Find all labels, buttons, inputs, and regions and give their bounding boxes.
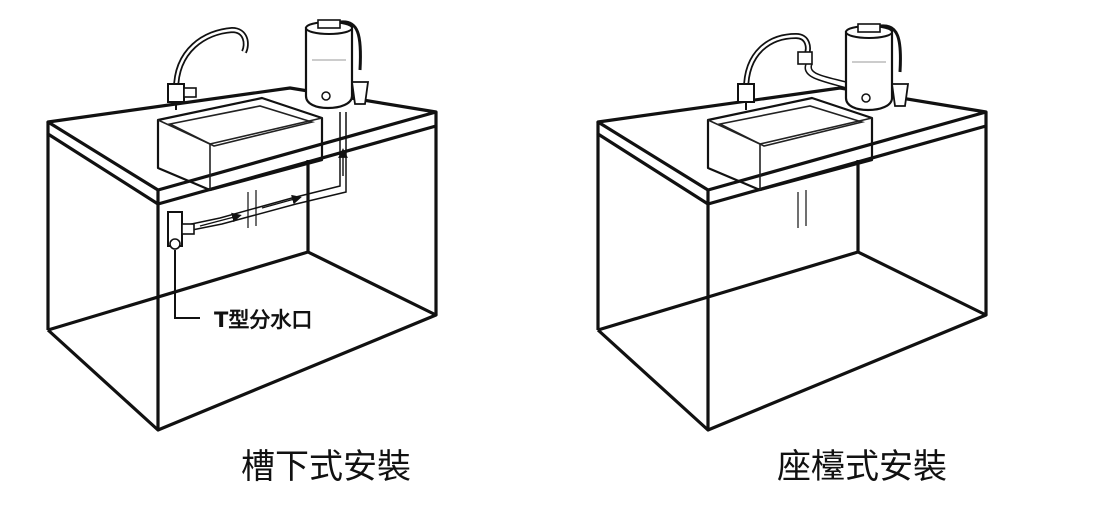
caption-under-sink: 槽下式安裝 [241,447,411,487]
cabinet-right [596,86,988,432]
t-valve [167,211,195,250]
cabinet-left [46,86,438,432]
callout-leader [174,250,200,319]
sink-left [156,96,324,228]
purifier-unit-left [304,19,370,110]
caption-countertop: 座檯式安裝 [777,447,947,487]
under-sink-panel: T型分水口 槽下式安裝 [46,19,438,487]
purifier-unit-right [844,23,910,112]
countertop-panel: 座檯式安裝 [596,23,988,487]
faucet-left [167,26,249,110]
sink-right [706,96,874,228]
t-valve-label: T型分水口 [214,308,312,332]
water-flow-pipes [175,112,348,240]
